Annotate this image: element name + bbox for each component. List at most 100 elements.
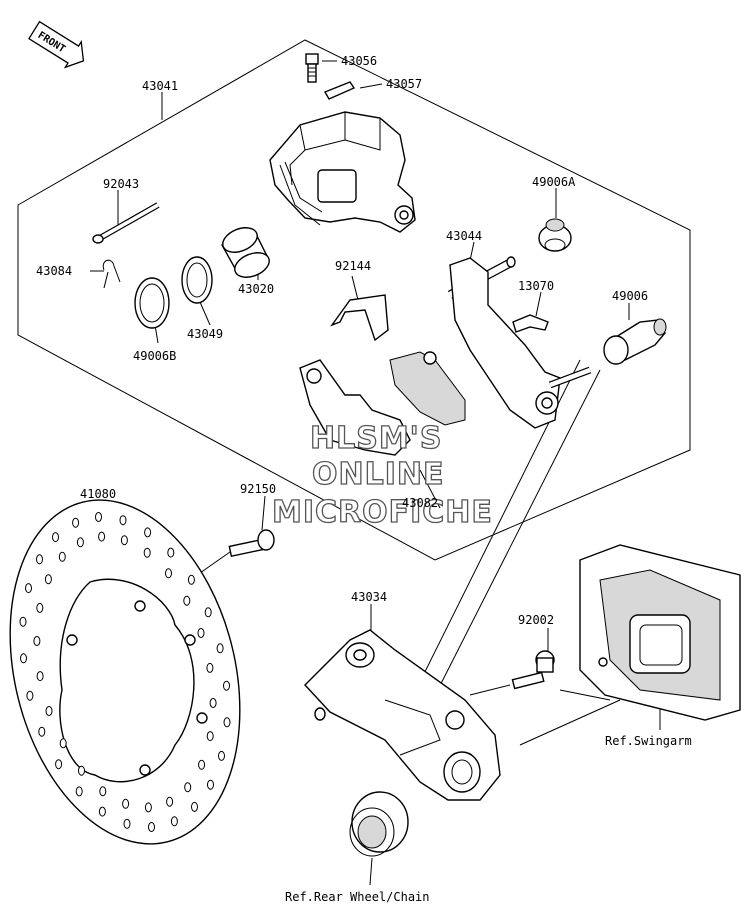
disc-hole — [170, 816, 178, 827]
label-43082: 43082 — [402, 496, 438, 510]
disc-hole — [19, 616, 27, 627]
watermark: HLSM'S ONLINE MICROFICHE — [271, 420, 493, 530]
disc-hole — [218, 750, 225, 761]
label-43049: 43049 — [187, 327, 223, 341]
disc-hole — [198, 759, 206, 770]
label-92043: 92043 — [103, 177, 139, 191]
disc-hole — [59, 738, 67, 749]
disc-hole — [36, 671, 44, 682]
wheel-collar-part — [349, 791, 409, 857]
disc-hole — [144, 527, 152, 538]
caliper-bracket-part — [304, 629, 501, 801]
disc-hole — [167, 547, 175, 558]
label-43057: 43057 — [386, 77, 422, 91]
disc-hole — [75, 786, 83, 797]
label-49006A: 49006A — [532, 175, 576, 189]
caliper-assembly-frame — [17, 39, 691, 561]
bleeder-cap-part — [323, 81, 356, 100]
disc-hole — [184, 782, 192, 793]
label-43041: 43041 — [142, 79, 178, 93]
caliper-pin-part — [92, 202, 160, 244]
disc-hole — [98, 806, 106, 817]
disc-hole — [36, 602, 44, 613]
disc-hole — [20, 653, 27, 664]
disc-hole — [44, 574, 52, 585]
disc-hole — [148, 822, 155, 832]
disc-hole — [95, 512, 102, 522]
label-43056: 43056 — [341, 54, 377, 68]
watermark-line-2: ONLINE — [312, 457, 445, 492]
disc-hole — [52, 532, 59, 543]
disc-hole — [207, 779, 214, 790]
disc-hole — [120, 535, 128, 546]
disc-hole — [38, 726, 46, 737]
disc-hole — [119, 515, 127, 526]
disc-hole — [165, 568, 172, 579]
disc-hole — [209, 698, 217, 708]
retaining-clip-part — [102, 259, 121, 289]
guide-plate-part — [512, 314, 549, 333]
label-43020: 43020 — [238, 282, 274, 296]
disc-hole — [98, 531, 106, 542]
disc-hole — [122, 798, 130, 809]
disc-hole — [143, 547, 151, 558]
piston-part — [221, 227, 270, 278]
dust-seal-part — [181, 256, 213, 304]
disc-hole — [216, 643, 224, 654]
disc-bolt-part — [228, 529, 275, 558]
disc-hole — [183, 595, 191, 606]
boot-a-part — [538, 218, 572, 252]
label-43084: 43084 — [36, 264, 72, 278]
piston-seal-part — [134, 277, 170, 329]
brake-disc-part — [9, 499, 241, 845]
disc-hole — [144, 802, 152, 813]
watermark-line-1: HLSM'S — [310, 421, 442, 456]
disc-hole — [58, 551, 66, 562]
boot-b-part — [603, 318, 667, 365]
disc-holes — [19, 512, 231, 832]
label-43044: 43044 — [446, 229, 482, 243]
label-49006B: 49006B — [133, 349, 176, 363]
disc-hole — [223, 680, 230, 691]
disc-hole — [166, 796, 174, 807]
disc-hole — [223, 717, 231, 728]
disc-hole — [191, 801, 198, 812]
bleeder-valve-part — [305, 53, 319, 83]
disc-hole — [204, 607, 212, 618]
label-ref-rear-wheel: Ref.Rear Wheel/Chain — [285, 890, 430, 904]
disc-hole — [197, 628, 205, 638]
disc-hole — [45, 706, 53, 716]
disc-hole — [99, 786, 107, 797]
front-arrow-badge: FRONT — [28, 20, 85, 69]
disc-hole — [78, 765, 85, 776]
disc-hole — [206, 662, 214, 673]
disc-hole — [36, 554, 43, 565]
watermark-line-3: MICROFICHE — [272, 495, 493, 530]
disc-hole — [33, 636, 41, 646]
disc-hole — [76, 537, 84, 548]
disc-hole — [72, 517, 80, 528]
label-ref-swingarm: Ref.Swingarm — [605, 734, 692, 748]
disc-hole — [187, 574, 195, 585]
label-92002: 92002 — [518, 613, 554, 627]
caliper-body-part — [269, 111, 416, 233]
disc-hole — [25, 583, 32, 594]
disc-hole — [123, 818, 131, 829]
part-labels: 43056 43057 43041 92043 43084 43020 4304… — [36, 54, 692, 904]
disc-hole — [206, 731, 214, 742]
caliper-holder-part — [447, 256, 592, 429]
disc-hole — [55, 759, 63, 770]
label-13070: 13070 — [518, 279, 554, 293]
brake-pads-part — [299, 351, 466, 456]
disc-hole — [26, 690, 34, 701]
label-92150: 92150 — [240, 482, 276, 496]
label-92144: 92144 — [335, 259, 371, 273]
swingarm-reference-part — [579, 544, 741, 721]
label-43034: 43034 — [351, 590, 387, 604]
bracket-bolt-part — [511, 650, 555, 690]
label-49006: 49006 — [612, 289, 648, 303]
pad-spring-part — [330, 294, 389, 342]
label-41080: 41080 — [80, 487, 116, 501]
